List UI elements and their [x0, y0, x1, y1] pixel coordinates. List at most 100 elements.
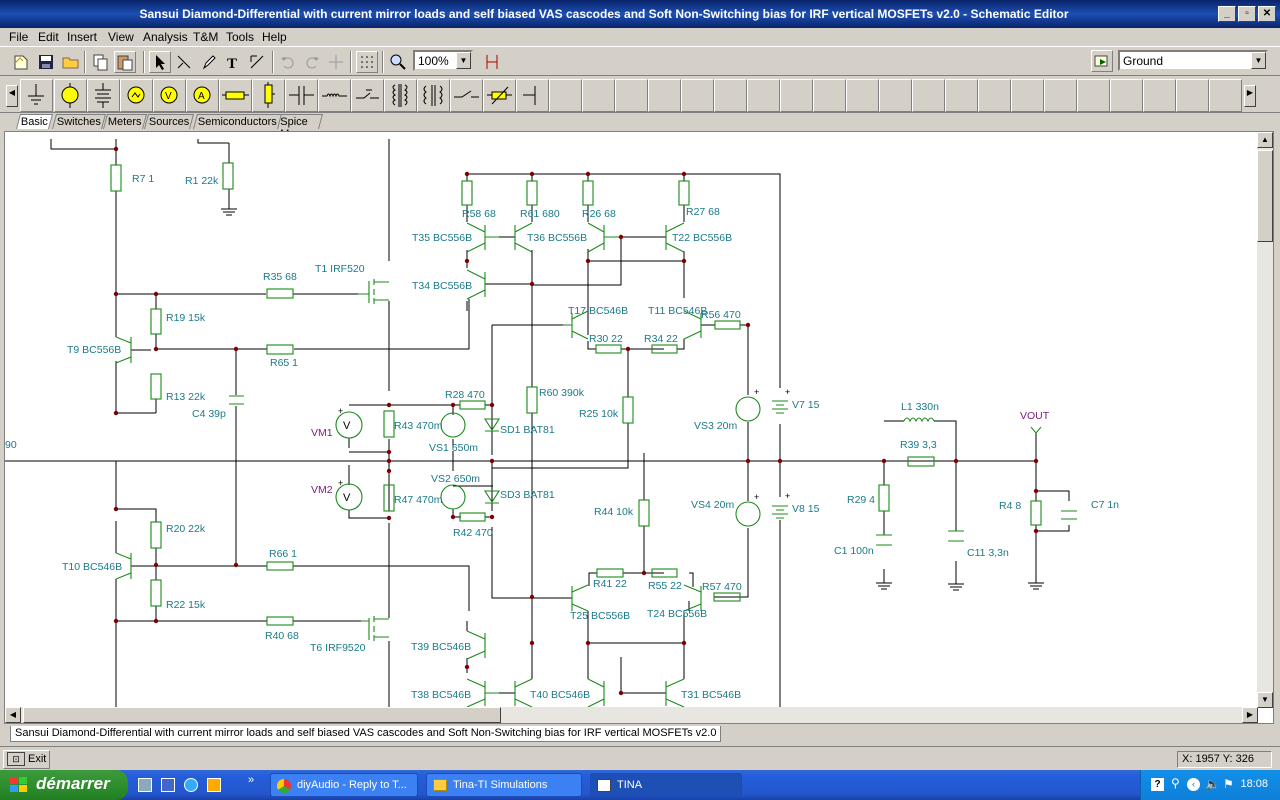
- multi-icon[interactable]: [481, 51, 503, 73]
- tab-basic[interactable]: Basic: [15, 114, 53, 129]
- minimize-button[interactable]: _: [1218, 6, 1236, 22]
- horizontal-scrollbar[interactable]: ◀ ▶: [5, 707, 1258, 723]
- label-r41: R41 22: [593, 578, 627, 590]
- potentiometer-icon[interactable]: [252, 79, 285, 112]
- menu-view[interactable]: View: [108, 30, 134, 44]
- taskbar-item-tina[interactable]: TINA: [590, 773, 742, 797]
- label-r56: R56 470: [701, 309, 741, 321]
- voltmeter-icon[interactable]: V: [153, 79, 186, 112]
- label-c11: C11 3,3n: [967, 547, 1009, 559]
- explorer-icon[interactable]: [161, 778, 175, 792]
- network-icon[interactable]: ⚲: [1171, 776, 1180, 790]
- label-r34: R34 22: [644, 333, 678, 345]
- redo-icon[interactable]: [301, 51, 323, 73]
- text-tool-icon[interactable]: T: [222, 51, 244, 73]
- menu-file[interactable]: File: [9, 30, 29, 44]
- label-r43: R43 470m: [394, 420, 443, 432]
- label-v7: V7 15: [792, 399, 820, 411]
- tab-semiconductors[interactable]: Semiconductors: [192, 114, 282, 129]
- vertical-scrollbar[interactable]: ▲ ▼: [1257, 132, 1273, 708]
- taskbar-item-diyaudio[interactable]: diyAudio - Reply to T...: [270, 773, 418, 797]
- scroll-left-button[interactable]: ◀: [5, 707, 21, 723]
- net-select[interactable]: Ground▼: [1118, 50, 1268, 71]
- security-icon[interactable]: ⚑: [1223, 777, 1234, 791]
- undo-icon[interactable]: [277, 51, 299, 73]
- battery-source-icon[interactable]: [54, 79, 87, 112]
- capacitor-icon[interactable]: [285, 79, 318, 112]
- toolbar-scroll-right[interactable]: ▶: [1244, 85, 1256, 107]
- label-t17: T17 BC546B: [568, 305, 628, 317]
- volume-icon[interactable]: 🔈: [1205, 777, 1220, 791]
- paste-icon[interactable]: [114, 51, 136, 73]
- terminal-icon[interactable]: [516, 79, 549, 112]
- new-icon[interactable]: [10, 51, 32, 73]
- scroll-right-button[interactable]: ▶: [1242, 707, 1258, 723]
- tab-meters[interactable]: Meters: [102, 114, 147, 129]
- label-r4: R4 8: [999, 500, 1021, 512]
- label-r19: R19 15k: [166, 312, 206, 324]
- menu-analysis[interactable]: Analysis: [143, 30, 188, 44]
- tab-sources[interactable]: Sources: [143, 114, 195, 129]
- menu-tools[interactable]: Tools: [226, 30, 255, 44]
- media-player-icon[interactable]: [207, 778, 221, 792]
- zoom-select[interactable]: 100%▼: [413, 50, 473, 71]
- tab-switches[interactable]: Switches: [51, 114, 107, 129]
- wire-tool-icon[interactable]: [173, 51, 195, 73]
- ie-icon[interactable]: [184, 778, 198, 792]
- resistor-icon[interactable]: [219, 79, 252, 112]
- delete-wire-icon[interactable]: [246, 51, 268, 73]
- menu-tm[interactable]: T&M: [193, 30, 219, 44]
- quicklaunch-chevron-icon[interactable]: »: [248, 774, 255, 786]
- schematic-drawing[interactable]: VV: [5, 132, 1258, 708]
- label-c4: C4 39p: [192, 408, 226, 420]
- close-button[interactable]: ✕: [1258, 6, 1276, 22]
- title-bar[interactable]: Sansui Diamond-Differential with current…: [0, 0, 1280, 28]
- label-r27: R27 68: [686, 206, 720, 218]
- capacitor-stack-icon[interactable]: [87, 79, 120, 112]
- vertical-scroll-thumb[interactable]: [1257, 150, 1273, 242]
- save-icon[interactable]: [35, 51, 57, 73]
- transformer-icon[interactable]: [384, 79, 417, 112]
- desktop-icon[interactable]: [138, 778, 152, 792]
- label-c1: C1 100n: [834, 545, 874, 557]
- grid-icon[interactable]: [356, 51, 378, 73]
- help-icon[interactable]: ?: [1151, 778, 1164, 791]
- copy-icon[interactable]: [89, 51, 111, 73]
- start-button[interactable]: démarrer: [0, 770, 128, 800]
- variable-resistor-icon[interactable]: [483, 79, 516, 112]
- label-r28: R28 470: [445, 389, 485, 401]
- svg-text:T: T: [227, 56, 237, 72]
- tray-expand-icon[interactable]: ‹: [1187, 778, 1200, 791]
- menu-edit[interactable]: Edit: [38, 30, 59, 44]
- restore-button[interactable]: ▫: [1238, 6, 1256, 22]
- clock-source-icon[interactable]: [120, 79, 153, 112]
- switch-icon[interactable]: [351, 79, 384, 112]
- svg-text:V: V: [165, 91, 172, 102]
- menu-help[interactable]: Help: [262, 30, 287, 44]
- scroll-down-button[interactable]: ▼: [1257, 692, 1273, 708]
- ground-icon[interactable]: [20, 79, 53, 112]
- menu-insert[interactable]: Insert: [67, 30, 98, 44]
- relay-switch-icon[interactable]: [450, 79, 483, 112]
- ammeter-icon[interactable]: A: [186, 79, 219, 112]
- label-r42: R42 470: [453, 527, 493, 539]
- zoom-icon[interactable]: [387, 51, 409, 73]
- document-tab[interactable]: Sansui Diamond-Differential with current…: [10, 726, 722, 742]
- svg-text:+: +: [754, 387, 759, 397]
- exit-button[interactable]: ⊡Exit: [3, 750, 51, 769]
- pen-icon[interactable]: [198, 51, 220, 73]
- horizontal-scroll-thumb[interactable]: [23, 707, 501, 723]
- rotate-icon[interactable]: [325, 51, 347, 73]
- select-arrow-icon[interactable]: [149, 51, 171, 73]
- label-r13: R13 22k: [166, 391, 206, 403]
- taskbar: démarrer » diyAudio - Reply to T... Tina…: [0, 770, 1280, 800]
- transformer2-icon[interactable]: [417, 79, 450, 112]
- scroll-up-button[interactable]: ▲: [1257, 132, 1273, 148]
- taskbar-item-tina-sims[interactable]: Tina-TI Simulations: [426, 773, 582, 797]
- tab-spice-macros[interactable]: Spice Macros: [276, 114, 324, 140]
- net-browse-icon[interactable]: [1091, 50, 1113, 72]
- inductor-icon[interactable]: [318, 79, 351, 112]
- open-icon[interactable]: [60, 51, 82, 73]
- toolbar-scroll-left[interactable]: ◀: [6, 85, 18, 107]
